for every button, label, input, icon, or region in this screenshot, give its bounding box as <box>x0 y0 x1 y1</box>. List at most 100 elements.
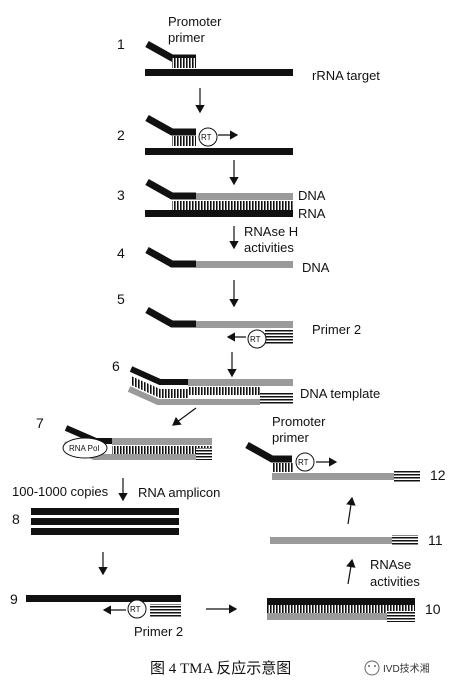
step-2: 2 RT <box>117 114 293 155</box>
primer2-hatch <box>392 535 418 546</box>
hybrid-hatch <box>267 605 415 613</box>
promoter-region <box>145 246 196 268</box>
rnase-h-label-line1: RNAse H <box>244 224 298 239</box>
step-4: 4 DNA <box>117 245 330 275</box>
rna-amplicon-strand <box>31 518 179 525</box>
flow-arrow <box>346 496 356 525</box>
rrna-target-strand <box>145 69 293 76</box>
rna-strand <box>267 598 415 605</box>
dna-strand-top <box>112 438 212 445</box>
rt-label: RT <box>298 458 309 467</box>
step-12: 12 Promoter primer RT <box>245 414 446 483</box>
primer2-label: Primer 2 <box>134 624 183 639</box>
dna-strand-top <box>188 379 293 386</box>
dna-template-bottom <box>127 386 293 405</box>
double-strand-hatch <box>188 387 260 395</box>
dna-strand <box>270 537 392 544</box>
rnase-activities-label-line1: RNAse <box>370 557 411 572</box>
promoter-strand-top <box>129 366 188 385</box>
rna-pol-enzyme <box>62 437 108 459</box>
promoter-primer-label-line2: primer <box>272 430 310 445</box>
promoter-primer-label-line1: Promoter <box>272 414 326 429</box>
step-number: 6 <box>112 358 120 374</box>
rna-pol-label: RNA Pol <box>69 444 99 453</box>
rt-label: RT <box>201 133 212 142</box>
watermark: IVD技术湘 <box>364 660 430 676</box>
copies-label: 100-1000 copies <box>12 484 109 499</box>
promoter-region <box>145 306 196 328</box>
primer-binding-hatch <box>172 136 196 146</box>
rt-label: RT <box>130 605 141 614</box>
promoter-primer-strand <box>245 441 292 463</box>
rrna-target-strand <box>145 148 293 155</box>
flow-arrow <box>346 558 356 585</box>
dna-template-label: DNA template <box>300 386 380 401</box>
dna-strand <box>196 193 293 200</box>
watermark-text: IVD技术湘 <box>383 662 430 675</box>
rrna-target-label: rRNA target <box>312 68 380 83</box>
step-number: 12 <box>430 467 446 483</box>
step-9: 9 RT Primer 2 <box>10 591 183 639</box>
dna-strand <box>267 613 387 620</box>
primer2-hatch <box>394 471 420 482</box>
step-1: 1 Promoter primer rRNA target <box>117 14 380 83</box>
step-10: 10 <box>267 598 441 622</box>
wechat-icon <box>364 660 380 676</box>
step-number: 8 <box>12 511 20 527</box>
dna-strand <box>272 473 394 480</box>
step-5: 5 RT Primer 2 <box>117 291 361 349</box>
primer2-hatch <box>196 448 212 460</box>
step-number: 11 <box>428 532 443 548</box>
rt-enzyme <box>295 452 315 472</box>
rt-label: RT <box>250 335 261 344</box>
step-number: 9 <box>10 591 18 607</box>
dna-strand <box>196 321 293 328</box>
step-number: 10 <box>425 601 441 617</box>
rnase-h-label-line2: activities <box>244 240 294 255</box>
step-number: 3 <box>117 187 125 203</box>
rna-amplicon-strand <box>31 528 179 535</box>
primer2-hatch <box>260 393 293 405</box>
step-number: 2 <box>117 127 125 143</box>
rna-label: RNA <box>298 206 326 221</box>
promoter-primer-label-line2: primer <box>168 30 206 45</box>
flow-arrow <box>172 407 197 426</box>
step-8: 8 <box>12 508 179 535</box>
wechat-icon-dot <box>374 665 376 667</box>
promoter-primer-strand <box>145 40 196 62</box>
rna-strand <box>145 210 293 217</box>
rna-amplicon-strand <box>31 508 179 515</box>
promoter-primer-strand <box>145 114 196 136</box>
promoter-primer-strand <box>145 178 196 200</box>
dna-strand <box>196 261 293 268</box>
primer2-hatch <box>387 611 415 622</box>
dna-label: DNA <box>298 188 326 203</box>
step-6: 6 DNA template <box>112 358 380 405</box>
primer-binding-hatch <box>272 463 294 472</box>
promoter-primer-label-line1: Promoter <box>168 14 222 29</box>
step-number: 4 <box>117 245 125 261</box>
primer2-hatch <box>265 330 293 344</box>
wechat-icon-dot <box>368 665 370 667</box>
dna-label: DNA <box>302 260 330 275</box>
primer2-hatch <box>150 604 181 617</box>
rt-enzyme <box>127 599 147 619</box>
step-11: 11 <box>270 532 443 548</box>
hybrid-hatch <box>172 201 293 210</box>
step-7: 7 RNA Pol <box>36 415 212 460</box>
figure-caption: 图 4 TMA 反应示意图 <box>150 659 291 677</box>
primer2-label: Primer 2 <box>312 322 361 337</box>
step-number: 7 <box>36 415 44 431</box>
step-number: 5 <box>117 291 125 307</box>
primer-binding-hatch <box>172 58 196 68</box>
rt-enzyme <box>198 127 218 147</box>
promoter-double-hatch <box>131 376 188 398</box>
rna-amplicon-strand <box>26 595 181 602</box>
rt-enzyme <box>247 329 267 349</box>
double-strand-hatch <box>112 446 212 454</box>
step-3: 3 DNA RNA <box>117 178 326 221</box>
rnase-activities-label-line2: activities <box>370 574 420 589</box>
rna-amplicon-label: RNA amplicon <box>138 485 220 500</box>
step-number: 1 <box>117 36 125 52</box>
